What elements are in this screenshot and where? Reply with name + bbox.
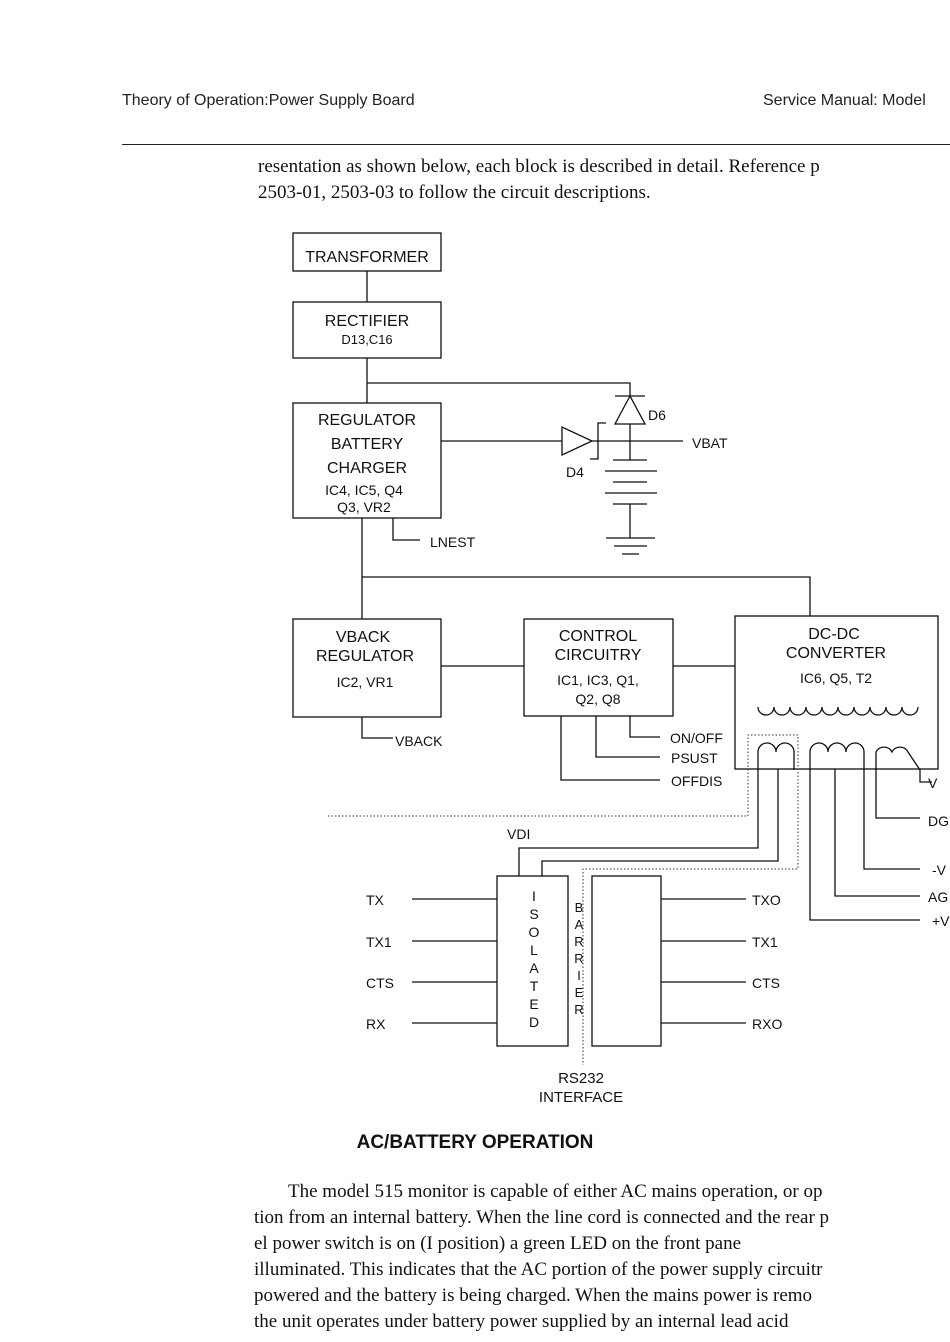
- d6-label: D6: [648, 407, 666, 423]
- dcdc-parts: IC6, Q5, T2: [800, 670, 872, 686]
- isolated-letter: D: [529, 1014, 539, 1030]
- isolated-letter: L: [530, 942, 538, 958]
- header-left: Theory of Operation:Power Supply Board: [122, 92, 415, 109]
- intro-line-1: resentation as shown below, each block i…: [258, 156, 820, 177]
- control-line-2: CIRCUITRY: [555, 647, 642, 664]
- section-heading: AC/BATTERY OPERATION: [356, 1132, 594, 1153]
- control-block: [523, 618, 674, 717]
- isolated-block: [496, 875, 569, 1047]
- regulator-line-3: CHARGER: [327, 460, 407, 477]
- regulator-parts-2: Q3, VR2: [337, 499, 391, 515]
- output-minus-v: -V: [932, 862, 947, 878]
- vback-regulator-block: [292, 618, 442, 718]
- vback-regulator-line-1: VBACK: [336, 629, 391, 646]
- signal-txo: TXO: [752, 892, 781, 908]
- body-line-1: The model 515 monitor is capable of eith…: [288, 1181, 823, 1202]
- body-line-4: illuminated. This indicates that the AC …: [254, 1259, 823, 1280]
- isolated-letter: E: [529, 996, 538, 1012]
- body-line-6: the unit operates under battery power su…: [254, 1311, 789, 1332]
- barrier-letter: E: [575, 985, 584, 1000]
- rectifier-block: [292, 301, 442, 359]
- dcdc-line-1: DC-DC: [808, 626, 860, 643]
- interface-block: [591, 875, 662, 1047]
- regulator-line-2: BATTERY: [331, 436, 404, 453]
- rs232-label-1: RS232: [558, 1070, 604, 1087]
- signal-rx: RX: [366, 1016, 386, 1032]
- control-parts-2: Q2, Q8: [575, 691, 620, 707]
- regulator-parts-1: IC4, IC5, Q4: [325, 482, 403, 498]
- body-line-2: tion from an internal battery. When the …: [254, 1207, 830, 1228]
- barrier-letter: R: [574, 951, 583, 966]
- onoff-label: ON/OFF: [670, 730, 723, 746]
- header-rule: [122, 144, 950, 145]
- isolated-letter: T: [530, 978, 539, 994]
- isolated-letter: I: [532, 888, 536, 904]
- control-parts-1: IC1, IC3, Q1,: [557, 672, 639, 688]
- offdis-label: OFFDIS: [671, 773, 722, 789]
- header-right: Service Manual: Model: [763, 92, 926, 109]
- transformer-label: TRANSFORMER: [305, 249, 429, 266]
- rectifier-label: RECTIFIER: [325, 313, 409, 330]
- intro-line-2: 2503-01, 2503-03 to follow the circuit d…: [258, 182, 651, 203]
- barrier-letter: A: [575, 917, 584, 932]
- rs232-label-2: INTERFACE: [539, 1089, 623, 1106]
- d4-label: D4: [566, 464, 584, 480]
- output-plus-v: +V: [932, 913, 950, 929]
- signal-tx1: TX1: [366, 934, 392, 950]
- barrier-letter: R: [574, 1002, 583, 1017]
- dcdc-block: [734, 615, 939, 770]
- vback-regulator-parts: IC2, VR1: [337, 674, 394, 690]
- output-v: V: [928, 775, 938, 791]
- body-line-5: powered and the battery is being charged…: [254, 1285, 813, 1306]
- dcdc-line-2: CONVERTER: [786, 645, 886, 662]
- output-ag: AG: [928, 889, 948, 905]
- vback-regulator-line-2: REGULATOR: [316, 648, 414, 665]
- barrier-letter: B: [575, 900, 584, 915]
- control-line-1: CONTROL: [559, 628, 637, 645]
- vbat-label: VBAT: [692, 435, 728, 451]
- barrier-letter: R: [574, 934, 583, 949]
- psust-label: PSUST: [671, 750, 718, 766]
- signal-tx1-out: TX1: [752, 934, 778, 950]
- signal-cts-out: CTS: [752, 975, 780, 991]
- signal-cts: CTS: [366, 975, 394, 991]
- output-dg: DG: [928, 813, 949, 829]
- isolated-letter: A: [529, 960, 539, 976]
- body-line-3: el power switch is on (I position) a gre…: [254, 1233, 742, 1254]
- signal-tx: TX: [366, 892, 385, 908]
- regulator-line-1: REGULATOR: [318, 412, 416, 429]
- rectifier-parts: D13,C16: [341, 332, 392, 347]
- vback-label: VBACK: [395, 733, 443, 749]
- lnest-label: LNEST: [430, 534, 476, 550]
- isolated-letter: O: [529, 924, 540, 940]
- vdi-label: VDI: [507, 826, 530, 842]
- isolated-letter: S: [529, 906, 538, 922]
- signal-rxo: RXO: [752, 1016, 782, 1032]
- barrier-letter: I: [577, 968, 581, 983]
